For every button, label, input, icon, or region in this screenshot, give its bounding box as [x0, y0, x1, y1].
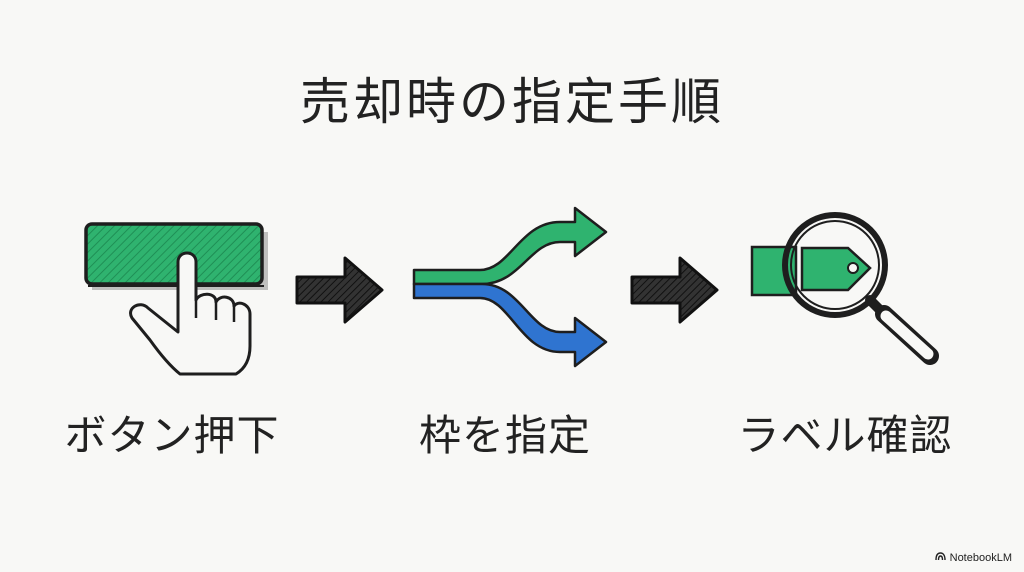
arrow-right-1-icon: [295, 256, 384, 324]
notebooklm-logo-icon: [934, 552, 946, 564]
page-title: 売却時の指定手順: [300, 73, 724, 131]
arrow-right-2-icon: [630, 256, 719, 324]
brand-watermark: NotebookLM: [934, 552, 1012, 564]
step-label-press-button: ボタン押下: [64, 411, 280, 460]
step-label-specify-frame: 枠を指定: [418, 411, 591, 460]
branching-arrows-icon: [412, 206, 608, 368]
step-label-check-label: ラベル確認: [737, 411, 953, 460]
magnifying-glass-label-icon: [750, 212, 939, 365]
brand-name: NotebookLM: [949, 552, 1012, 564]
hand-pressing-button-icon: [84, 222, 268, 376]
